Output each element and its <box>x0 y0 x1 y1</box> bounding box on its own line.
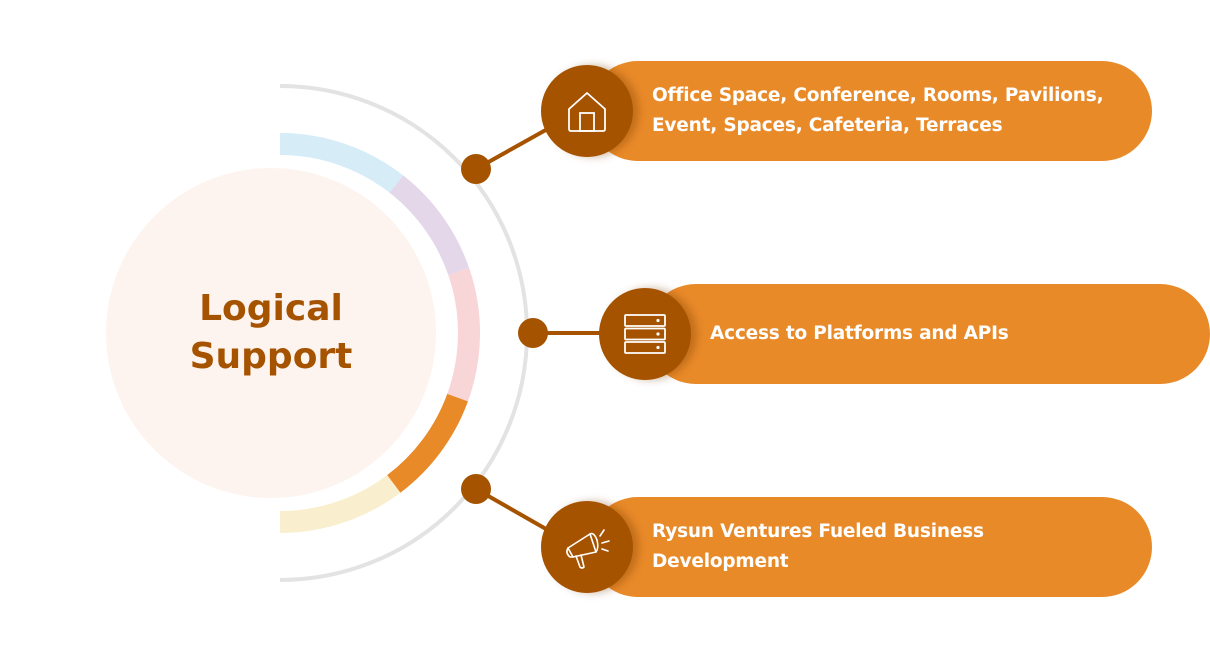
item-text-office-space: Office Space, Conference, Rooms, Pavilio… <box>652 81 1104 141</box>
home-icon <box>568 92 606 132</box>
segmented-arc <box>279 133 480 533</box>
icon-badge-server <box>599 288 691 380</box>
connector-dot-1 <box>461 154 491 184</box>
arc-segment-pink <box>447 267 480 402</box>
arc-segment-purple <box>389 175 470 276</box>
item-text-line: Access to Platforms and APIs <box>710 323 1009 344</box>
connector-dot-2 <box>518 318 548 348</box>
center-title-line2: Support <box>189 336 353 377</box>
server-icon <box>624 314 666 354</box>
item-card-platforms-apis: Access to Platforms and APIs <box>646 284 1210 384</box>
center-title: Logical Support <box>106 168 436 498</box>
item-text-platforms-apis: Access to Platforms and APIs <box>710 319 1009 349</box>
item-card-office-space: Office Space, Conference, Rooms, Pavilio… <box>588 61 1152 161</box>
icon-badge-home <box>541 65 633 157</box>
connector-dot-3 <box>461 474 491 504</box>
icon-badge-megaphone <box>541 501 633 593</box>
item-text-line: Rysun Ventures Fueled Business <box>652 521 984 542</box>
arc-segment-orange <box>386 393 468 493</box>
arc-segment-blue <box>279 133 404 193</box>
center-title-line1: Logical <box>199 288 343 329</box>
item-text-line: Office Space, Conference, Rooms, Pavilio… <box>652 85 1104 106</box>
megaphone-icon <box>566 529 610 569</box>
item-text-line: Event, Spaces, Cafeteria, Terraces <box>652 115 1003 136</box>
item-text-line: Development <box>652 551 789 572</box>
arc-segment-yellow <box>279 475 401 533</box>
item-text-business-development: Rysun Ventures Fueled Business Developme… <box>652 517 984 577</box>
item-card-business-development: Rysun Ventures Fueled Business Developme… <box>588 497 1152 597</box>
center-circle <box>106 168 436 498</box>
